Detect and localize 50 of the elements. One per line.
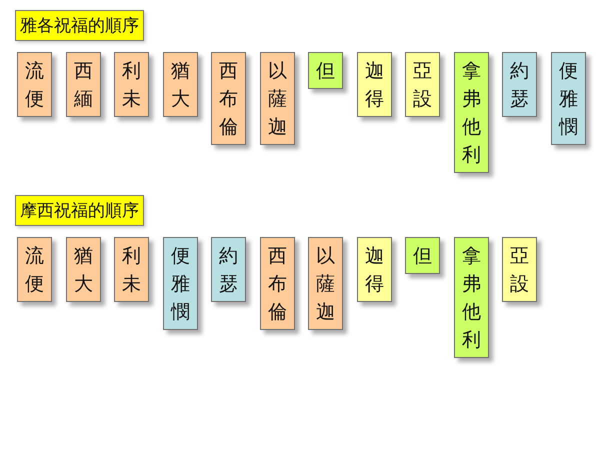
- name-card: [114, 52, 149, 117]
- name-card: [260, 237, 295, 330]
- heading-box: [15, 195, 144, 226]
- name-text: 西布倫: [218, 59, 238, 140]
- name-text: 約瑟: [510, 59, 530, 112]
- name-card: [308, 237, 343, 330]
- name-card: [357, 237, 392, 302]
- name-card: [454, 237, 489, 358]
- name-card: [260, 52, 295, 145]
- name-text: 猶大: [170, 59, 190, 112]
- name-text: 但: [412, 244, 432, 269]
- name-text: 以薩迦: [316, 244, 336, 325]
- name-card: [163, 52, 198, 117]
- name-card: [502, 52, 537, 117]
- name-text: 西緬: [74, 59, 94, 112]
- name-text: 便雅憫: [170, 244, 190, 325]
- name-text: 便雅憫: [558, 59, 578, 140]
- name-card: [163, 237, 198, 330]
- name-card: [66, 52, 101, 117]
- name-card: [211, 237, 246, 302]
- name-card: [454, 52, 489, 173]
- heading-text: 摩西祝福的順序: [20, 200, 139, 220]
- heading-text: 雅各祝福的順序: [20, 16, 139, 36]
- name-text: 亞設: [412, 59, 432, 112]
- name-card: [114, 237, 149, 302]
- name-card: [17, 237, 52, 302]
- name-text: 以薩迦: [268, 59, 288, 140]
- name-text: 利未: [122, 244, 142, 297]
- name-text: 拿弗他利: [462, 244, 482, 353]
- name-text: 猶大: [74, 244, 94, 297]
- name-card: [357, 52, 392, 117]
- name-text: 利未: [122, 59, 142, 112]
- name-text: 流便: [24, 59, 44, 112]
- name-card: [17, 52, 52, 117]
- name-text: 但: [316, 59, 336, 84]
- name-text: 西布倫: [268, 244, 288, 325]
- name-card: [66, 237, 101, 302]
- name-card: [502, 237, 537, 302]
- name-card: [405, 237, 440, 274]
- name-text: 拿弗他利: [462, 59, 482, 168]
- name-card: [211, 52, 246, 145]
- name-text: 流便: [24, 244, 44, 297]
- name-text: 迦得: [364, 244, 384, 297]
- name-card: [308, 52, 343, 89]
- name-text: 約瑟: [218, 244, 238, 297]
- name-card: [405, 52, 440, 117]
- name-card: [551, 52, 586, 145]
- name-text: 亞設: [510, 244, 530, 297]
- name-text: 迦得: [364, 59, 384, 112]
- heading-box: [15, 10, 144, 41]
